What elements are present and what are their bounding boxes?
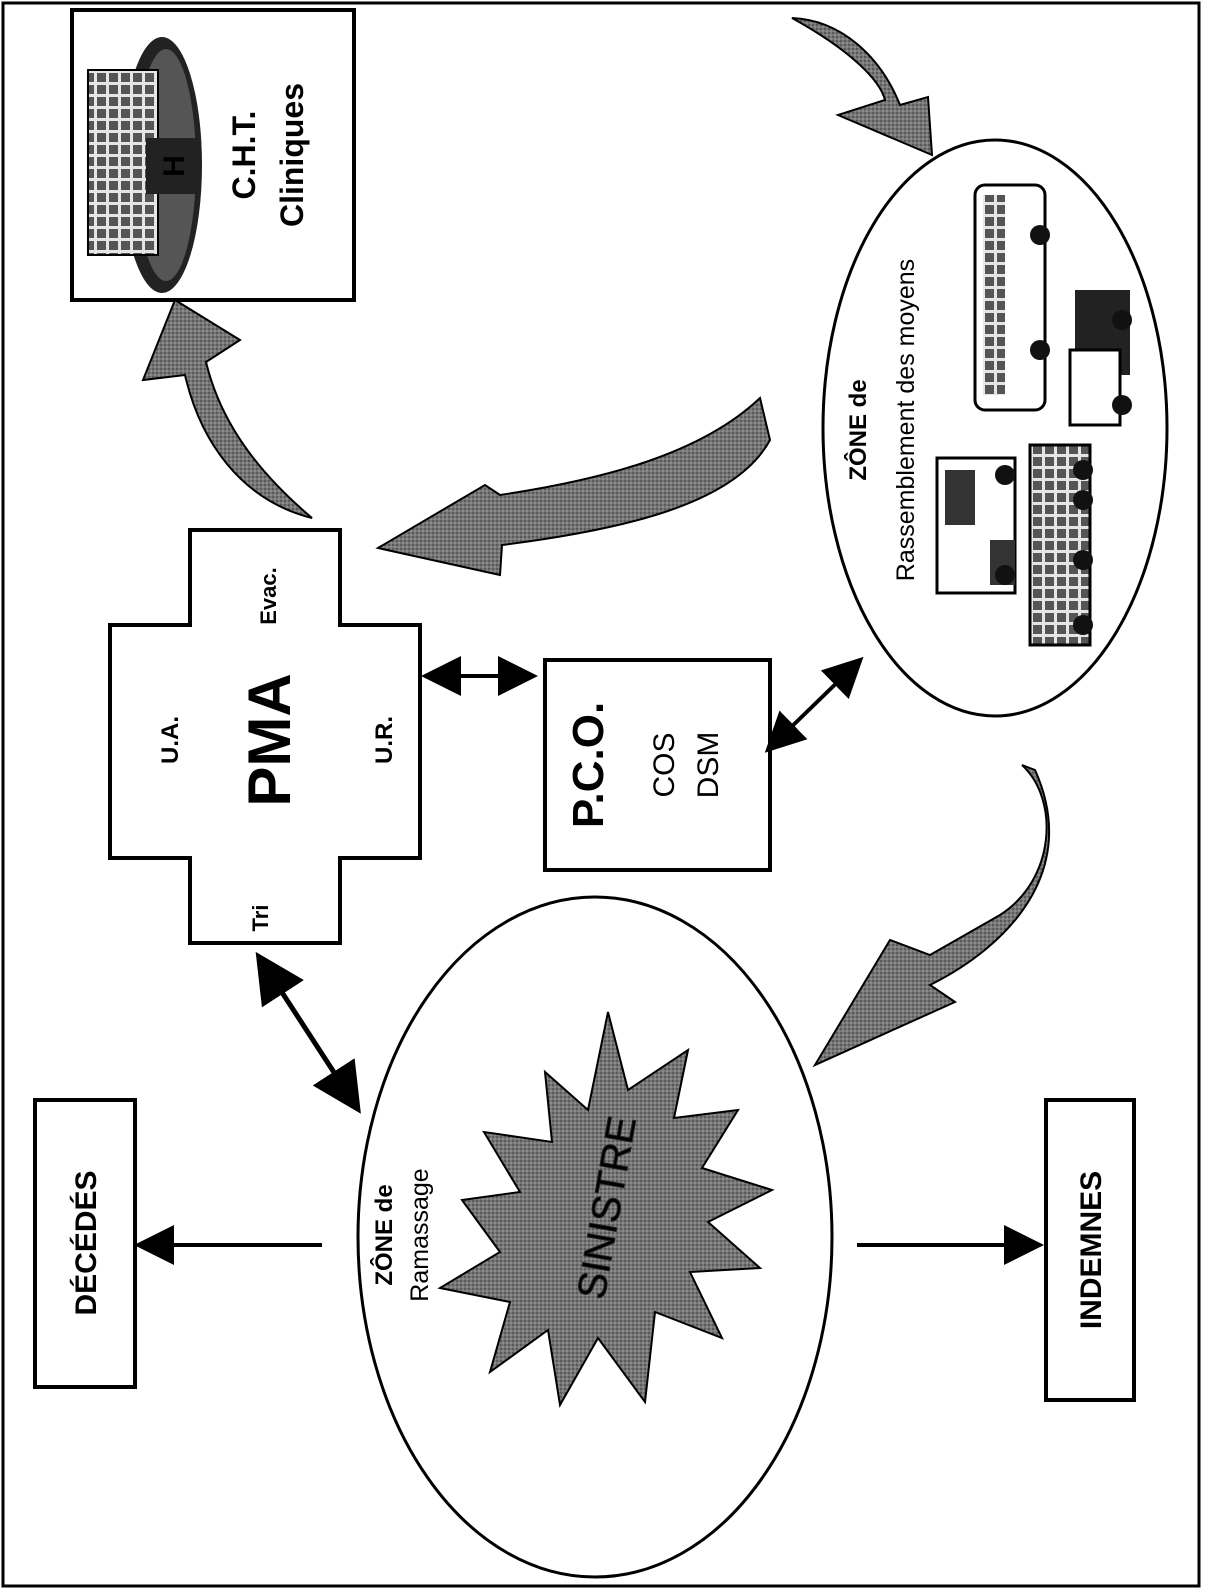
hospital-line2: Cliniques [274,83,310,227]
truck-icon [1068,290,1132,427]
arrow-to-rassemblement [791,17,934,157]
pma-ua-label: U.A. [157,716,184,764]
arrow-pco-rassemblement [764,656,864,753]
pma-tri-label: Tri [248,905,273,932]
deceased-label: DÉCÉDÉS [69,1170,103,1315]
pco-line2: DSM [692,732,725,799]
deceased-box [33,1098,137,1389]
bus-icon [973,183,1050,412]
fire-truck-icon [1028,443,1093,647]
pma-cross [108,528,422,945]
hospital-line1: C.H.T. [226,111,262,200]
ramassage-line2: Ramassage [406,1168,434,1301]
arrow-rassemblement-to-pma [375,396,772,577]
explosion-icon [437,1011,775,1408]
ambulance-icon [935,456,1017,595]
arrow-pma-to-hospital [141,298,313,519]
hospital-sign: H [158,155,191,177]
pma-title: PMA [236,673,303,806]
pco-line1: COS [648,732,681,797]
pco-box [543,658,772,872]
hospital-icon [87,37,202,293]
unharmed-label: INDEMNES [1075,1171,1108,1329]
pma-evac-label: Evac. [256,567,281,625]
pco-title: P.C.O. [564,702,613,828]
rassemblement-line2: Rassemblement des moyens [892,259,920,581]
unharmed-box [1044,1098,1136,1402]
ramassage-line1: ZÔNE de [370,1184,398,1285]
rassemblement-line1: ZÔNE de [844,379,872,480]
arrow-rassemblement-to-sinistre [812,764,1051,1068]
hospital-box: H C.H.T. Cliniques [70,8,356,302]
arrow-pma-ramassage [255,951,361,1114]
pma-ur-label: U.R. [371,716,398,764]
